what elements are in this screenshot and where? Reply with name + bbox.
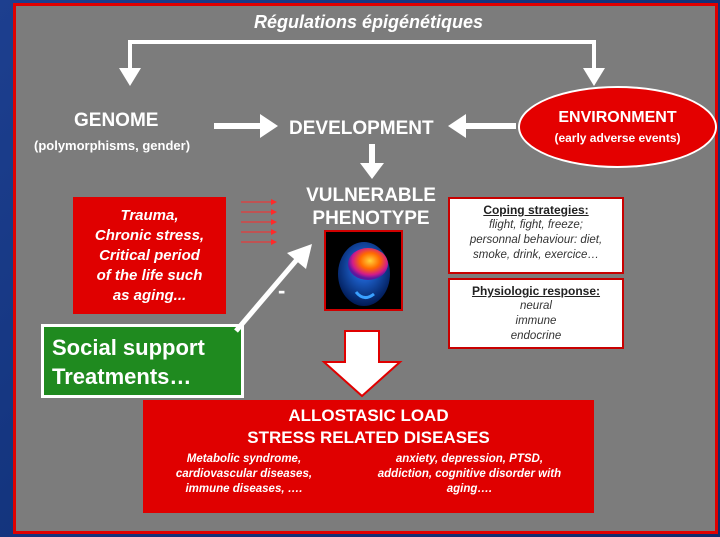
- social-support-box: Social support Treatments…: [41, 324, 244, 398]
- development-to-vulnerable-arrow: [360, 144, 384, 179]
- disease-line: immune diseases, ….: [185, 483, 303, 495]
- coping-line: flight, fight, freeze;: [489, 219, 583, 231]
- vulnerable-line-2: PHENOTYPE: [312, 208, 430, 229]
- genome-to-development-arrow: [214, 114, 278, 138]
- brain-icon: [326, 232, 401, 309]
- disease-line: aging….: [446, 483, 493, 495]
- development-label: DEVELOPMENT: [289, 118, 434, 139]
- vulnerable-line-1: VULNERABLE: [306, 185, 436, 206]
- genome-label: GENOME: [74, 110, 159, 131]
- slide: Régulations épigénétiques GENOME (polymo…: [13, 3, 718, 534]
- disease-line: anxiety, depression, PTSD,: [395, 453, 544, 465]
- physiologic-line: endocrine: [510, 330, 562, 342]
- vulnerable-phenotype-label: VULNERABLE PHENOTYPE: [286, 184, 456, 230]
- epigenetic-bracket-arrow: [119, 40, 605, 86]
- physiologic-line: immune: [515, 315, 557, 327]
- coping-heading: Coping strategies:: [483, 203, 589, 217]
- coping-line: personnal behaviour: diet,: [469, 234, 603, 246]
- title-regulations: Régulations épigénétiques: [253, 12, 484, 32]
- coping-line: smoke, drink, exercice…: [473, 249, 599, 261]
- social-support-arrow: [234, 244, 312, 333]
- minus-sign: -: [278, 278, 286, 303]
- physiologic-line: neural: [520, 300, 552, 312]
- physiologic-heading: Physiologic response:: [471, 284, 601, 298]
- environment-ellipse: ENVIRONMENT (early adverse events): [518, 86, 717, 168]
- disease-line: Metabolic syndrome,: [186, 453, 302, 465]
- trauma-line: Trauma,: [120, 206, 179, 224]
- disease-line: addiction, cognitive disorder with: [377, 468, 562, 480]
- diseases-right-column: anxiety, depression, PTSD, addiction, co…: [378, 452, 561, 497]
- allostasic-title: ALLOSTASIC LOAD: [288, 406, 449, 425]
- disease-line: cardiovascular diseases,: [175, 468, 313, 480]
- environment-sublabel: (early adverse events): [554, 131, 681, 145]
- diseases-columns: Metabolic syndrome, cardiovascular disea…: [143, 452, 594, 497]
- down-to-allostasic-arrow: [321, 330, 403, 398]
- trauma-red-arrows: [241, 199, 277, 245]
- allostasic-load-box: ALLOSTASIC LOAD STRESS RELATED DISEASES …: [143, 400, 594, 513]
- social-line-2: Treatments…: [52, 364, 192, 389]
- diseases-left-column: Metabolic syndrome, cardiovascular disea…: [176, 452, 312, 497]
- genome-sublabel: (polymorphisms, gender): [34, 138, 191, 153]
- trauma-line: Critical period: [99, 246, 200, 264]
- trauma-box: Trauma, Chronic stress, Critical period …: [73, 197, 226, 314]
- physiologic-response-box: Physiologic response: neural immune endo…: [448, 278, 624, 349]
- trauma-line: Chronic stress,: [94, 226, 205, 244]
- environment-label: ENVIRONMENT: [558, 109, 677, 126]
- trauma-line: as aging...: [112, 286, 187, 304]
- coping-strategies-box: Coping strategies: flight, fight, freeze…: [448, 197, 624, 274]
- environment-to-development-arrow: [448, 114, 516, 138]
- social-line-1: Social support: [52, 335, 205, 360]
- brain-image: [324, 230, 403, 311]
- arrows-layer: [119, 40, 605, 398]
- stress-diseases-title: STRESS RELATED DISEASES: [247, 428, 490, 447]
- trauma-line: of the life such: [96, 266, 203, 284]
